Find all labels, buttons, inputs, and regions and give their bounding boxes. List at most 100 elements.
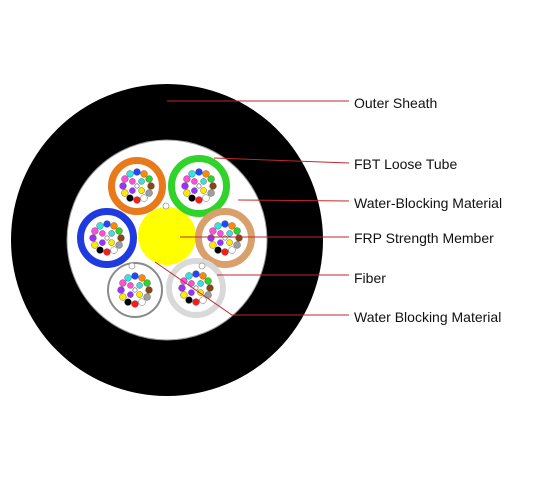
fiber bbox=[183, 189, 191, 197]
fiber bbox=[133, 168, 141, 176]
fiber bbox=[126, 170, 134, 178]
loose-tube-gray bbox=[166, 258, 226, 318]
loose-tube-tan bbox=[195, 208, 255, 268]
fiber bbox=[129, 178, 136, 185]
fiber bbox=[226, 239, 233, 246]
fiber bbox=[191, 178, 198, 185]
fiber bbox=[217, 239, 224, 246]
fiber bbox=[131, 272, 139, 280]
fiber bbox=[192, 270, 200, 278]
fiber bbox=[207, 189, 215, 197]
tube-center-marker bbox=[104, 235, 110, 241]
fiber bbox=[178, 284, 186, 292]
fiber bbox=[126, 194, 134, 202]
fiber bbox=[209, 241, 217, 249]
fiber bbox=[129, 187, 136, 194]
loose-tube-blue bbox=[77, 208, 137, 268]
label-water-blocking-material: Water-Blocking Material bbox=[354, 195, 502, 211]
fiber bbox=[207, 175, 215, 183]
fiber bbox=[207, 234, 215, 242]
fiber bbox=[228, 246, 236, 254]
fiber bbox=[147, 182, 155, 190]
loose-tube-green bbox=[168, 155, 230, 217]
fiber bbox=[143, 279, 151, 287]
fiber bbox=[202, 194, 210, 202]
fiber bbox=[209, 182, 217, 190]
fiber bbox=[99, 239, 106, 246]
fiber bbox=[188, 289, 195, 296]
fiber bbox=[96, 222, 104, 230]
fiber bbox=[110, 246, 118, 254]
leader-line-fbt-loose-tube bbox=[213, 157, 350, 164]
fiber bbox=[181, 182, 189, 190]
fiber bbox=[121, 189, 129, 197]
fiber bbox=[115, 227, 123, 235]
fiber bbox=[103, 248, 111, 256]
fiber bbox=[131, 300, 139, 308]
fiber bbox=[217, 230, 224, 237]
fiber bbox=[204, 277, 212, 285]
fiber bbox=[180, 291, 188, 299]
label-frp-strength-member: FRP Strength Member bbox=[354, 230, 494, 246]
fiber bbox=[136, 291, 143, 298]
fiber bbox=[233, 241, 241, 249]
fiber bbox=[140, 170, 148, 178]
fiber bbox=[199, 272, 207, 280]
fiber bbox=[124, 298, 132, 306]
fiber bbox=[188, 280, 195, 287]
fiber bbox=[91, 241, 99, 249]
tube-center-marker bbox=[134, 183, 140, 189]
fiber bbox=[145, 189, 153, 197]
fiber bbox=[121, 175, 129, 183]
fiber bbox=[221, 248, 229, 256]
fiber bbox=[96, 246, 104, 254]
label-fbt-loose-tube: FBT Loose Tube bbox=[354, 156, 457, 172]
leader-line-water-blocking-2 bbox=[154, 261, 349, 316]
fiber bbox=[226, 230, 233, 237]
fiber bbox=[133, 196, 141, 204]
fiber bbox=[195, 196, 203, 204]
fiber bbox=[124, 274, 132, 282]
fiber bbox=[140, 194, 148, 202]
leader-line-water-blocking-1 bbox=[237, 199, 350, 202]
fiber bbox=[136, 282, 143, 289]
fiber bbox=[228, 222, 236, 230]
fiber bbox=[185, 296, 193, 304]
fiber bbox=[200, 178, 207, 185]
fiber bbox=[138, 187, 145, 194]
fiber bbox=[214, 222, 222, 230]
label-water-blocking-material-2: Water Blocking Material bbox=[354, 309, 501, 325]
fiber bbox=[221, 220, 229, 228]
fiber bbox=[235, 234, 243, 242]
tube-center-marker bbox=[196, 183, 202, 189]
loose-tube-white bbox=[107, 262, 163, 318]
fiber bbox=[99, 230, 106, 237]
fiber bbox=[117, 234, 125, 242]
tube-center-marker bbox=[222, 235, 228, 241]
fiber bbox=[202, 170, 210, 178]
filler-dot bbox=[128, 262, 136, 270]
fiber bbox=[197, 280, 204, 287]
fiber bbox=[214, 246, 222, 254]
fiber bbox=[188, 170, 196, 178]
fiber bbox=[108, 239, 115, 246]
fiber bbox=[89, 234, 97, 242]
fiber bbox=[206, 284, 214, 292]
fiber bbox=[117, 286, 125, 294]
loose-tube-orange bbox=[108, 157, 166, 215]
fiber bbox=[108, 230, 115, 237]
fiber bbox=[91, 227, 99, 235]
fiber bbox=[103, 220, 111, 228]
fiber bbox=[138, 298, 146, 306]
fiber bbox=[138, 274, 146, 282]
fiber bbox=[199, 296, 207, 304]
fiber bbox=[119, 279, 127, 287]
label-outer-sheath: Outer Sheath bbox=[354, 95, 437, 111]
tube-center-marker bbox=[132, 287, 138, 293]
fiber bbox=[110, 222, 118, 230]
fiber bbox=[145, 175, 153, 183]
fiber bbox=[191, 187, 198, 194]
fiber bbox=[115, 241, 123, 249]
frp-strength-member bbox=[138, 207, 196, 265]
